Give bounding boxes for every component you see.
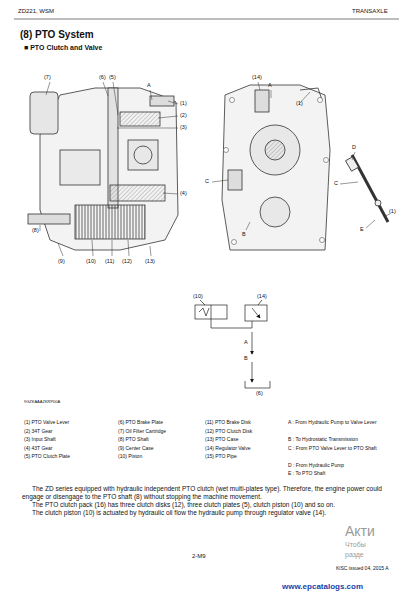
part-list-item: (15) PTO Pipe [205,454,237,460]
flow-key-item: E : To PTO Shaft [288,471,396,477]
callout-number: (1) [389,208,396,214]
description-text: The ZD series equipped with hydraulic in… [22,485,394,517]
callout-number: (2) [180,112,187,118]
callout-number: (10) [193,293,203,299]
part-list-item: (11) PTO Brake Disk [205,420,251,426]
callout-number: (5) [109,74,116,80]
part-list-item: (12) PTO Clutch Disk [205,429,252,435]
page-number: 2-M9 [192,553,206,560]
callout-number: (9) [58,258,65,264]
bolt-symbol [224,148,229,153]
flow-key-item: D : From Hydraulic Pump [288,463,396,469]
part-list-item: (8) PTO Shaft [118,437,149,443]
part-list-item: (13) PTO Case [205,437,239,443]
issue-note: KiSC issued 04, 2015 A [336,566,389,572]
callout-number: (4) [180,190,187,196]
callout-number: (6) [256,390,263,396]
part-list-item: (1) PTO Valve Lever [24,420,69,426]
callout-number: B [242,231,246,237]
subsection-title: ■ PTO Clutch and Valve [24,44,102,52]
callout-number: B [244,355,248,361]
part-list-item: (3) Input Shaft [24,437,56,443]
part-list-item: (5) PTO Clutch Plate [24,454,70,460]
drawing-code: 9GZKAAAZKRP00A [24,400,60,405]
callout-number: (3) [180,124,187,130]
callout-number: (14) [252,74,262,80]
callout-number: C [334,180,338,186]
callout-number: D [352,144,356,150]
part-list-item: (9) Center Case [118,446,154,452]
part-list-item: (4) 43T Gear [24,446,53,452]
callout-number: E [360,226,364,232]
part-list-item: (6) PTO Brake Plate [118,420,163,426]
callout-number: A [147,82,151,88]
bolt-symbol [324,158,329,163]
flow-key-item: B : To Hydrostatic Transmission [288,437,396,443]
site-watermark: www.epcatalogs.com [282,582,363,591]
activation-watermark: разде [345,551,364,559]
callout-number: C [205,178,209,184]
bolt-symbol [230,98,235,103]
header-text: ZD221, WSM [18,8,54,15]
activation-watermark: Акти [345,523,375,539]
part-list-item: (14) Regulator Valve [205,446,251,452]
part-list-item: (2) 34T Gear [24,429,53,435]
part-list-item: (7) Oil Filter Cartridge [118,429,166,435]
bolt-symbol [232,240,237,245]
header-text: TRANSAXLE [352,8,388,15]
flow-key-item: C : From PTO Valve Lever to PTO Shaft [288,446,396,452]
callout-number: (12) [122,258,132,264]
callout-number: (8) [32,227,39,233]
callout-number: A [244,339,248,345]
callout-number: (1) [296,100,303,106]
callout-number: (6) [99,74,106,80]
callout-number: (1) [180,100,187,106]
bolt-symbol [320,238,325,243]
description-paragraph: The PTO clutch pack (16) has three clutc… [22,501,394,509]
callout-number: A [268,82,272,88]
flow-key-item: A : From Hydraulic Pump to Valve Lever [288,420,396,426]
callout-number: (7) [44,74,51,80]
part-list-item: (10) Piston [118,454,142,460]
description-paragraph: The clutch piston (10) is actuated by hy… [22,509,394,517]
description-paragraph: The ZD series equipped with hydraulic in… [22,485,394,501]
callout-number: (14) [257,293,267,299]
callout-number: (11) [105,258,114,264]
callout-number: (10) [86,258,96,264]
section-title: (8) PTO System [20,29,94,41]
activation-watermark: Чтобы [345,541,366,549]
bolt-symbol [318,98,323,103]
callout-number: (13) [145,258,155,264]
